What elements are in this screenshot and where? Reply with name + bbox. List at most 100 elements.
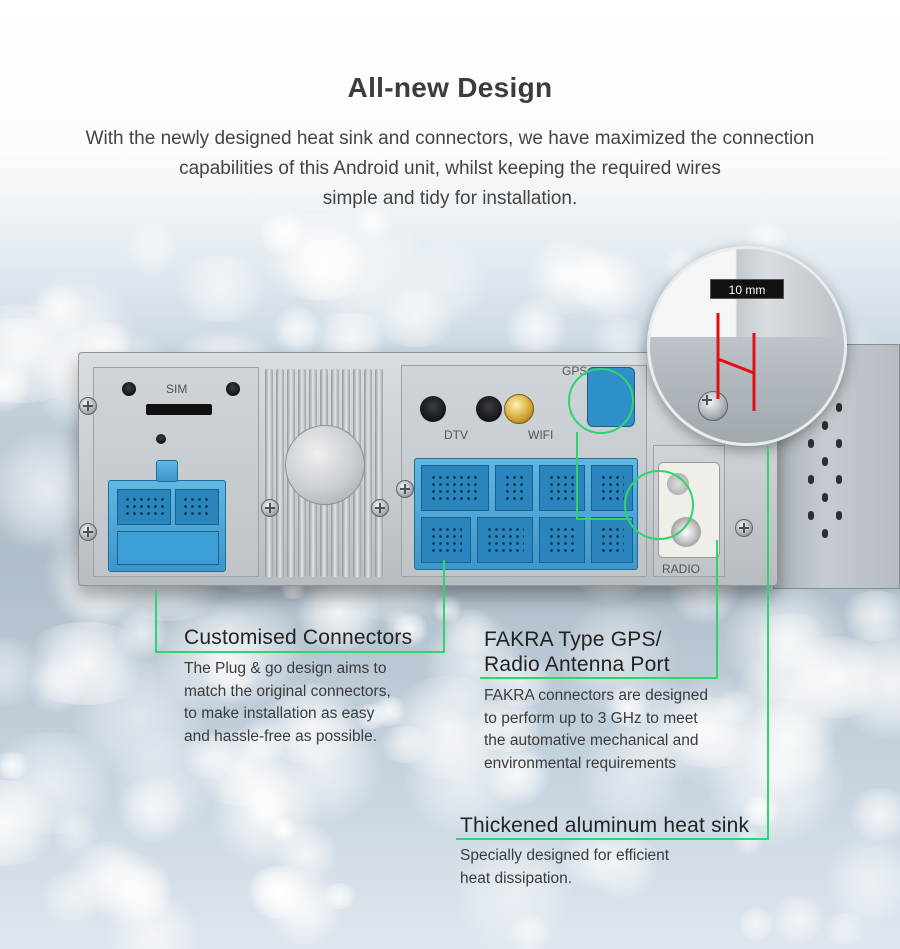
radio-label: RADIO: [662, 562, 701, 576]
snow-flake: [608, 677, 717, 785]
screw-bottom-left: [79, 523, 97, 541]
callout-line-connectors-horizontal: [155, 651, 445, 653]
callout-line-radio-vertical: [716, 540, 718, 678]
callout-line-connectors-vertical: [155, 590, 157, 652]
intro-line-3: simple and tidy for installation.: [322, 188, 578, 209]
snow-flake: [736, 906, 776, 942]
side-vent: [836, 439, 842, 448]
snow-flake: [731, 827, 764, 856]
side-vent: [808, 475, 814, 484]
callout-ring-radio: [624, 470, 694, 540]
snow-flake: [836, 591, 900, 642]
snow-flake: [507, 911, 552, 949]
side-vent: [836, 475, 842, 484]
snow-flake: [557, 599, 679, 718]
snow-flake: [392, 611, 429, 647]
callout-line-heatsink-vertical: [767, 446, 769, 840]
wifi-sma-connector: [504, 394, 534, 424]
sim-hole-left: [122, 382, 136, 396]
callout-ring-gps: [568, 368, 634, 434]
heat-sink-fin: [375, 369, 383, 577]
snow-flake: [31, 283, 89, 333]
rear-faceplate: SIM DTV WIFI GPS: [78, 352, 778, 586]
snow-flake: [369, 696, 410, 727]
thickness-marker: [716, 313, 756, 411]
callout-desc-heatsink: Specially designed for efficient heat di…: [460, 847, 670, 887]
heat-sink-fin: [276, 369, 284, 577]
callout-line-radio-horizontal: [480, 677, 718, 679]
zoom-detail-circle: [647, 246, 847, 446]
page-title: All-new Design: [347, 72, 553, 103]
snow-flake: [604, 685, 652, 730]
snow-flake: [166, 256, 275, 322]
callout-title-heatsink: Thickened aluminum heat sink: [460, 814, 750, 837]
connector-panel: DTV WIFI GPS: [396, 364, 647, 577]
snow-flake: [451, 834, 575, 949]
sim-hole-right: [226, 382, 240, 396]
screw-center-left: [261, 499, 279, 517]
snow-flake: [782, 636, 893, 718]
center-hub: [285, 425, 365, 505]
snow-flake: [272, 824, 340, 885]
side-vent: [822, 493, 828, 502]
snow-flake: [250, 213, 385, 300]
side-vent: [822, 457, 828, 466]
heat-sink-fin: [265, 369, 273, 577]
intro-line-1: With the newly designed heat sink and co…: [85, 128, 815, 149]
snow-flake: [113, 726, 219, 838]
snow-flake: [382, 610, 416, 639]
snow-flake: [824, 834, 900, 927]
head-unit-rear-panel: SIM DTV WIFI GPS: [78, 344, 900, 592]
snow-flake: [51, 808, 98, 859]
screw-top-left: [79, 397, 97, 415]
side-vent: [822, 529, 828, 538]
snow-flake: [17, 622, 156, 706]
snow-flake: [399, 720, 529, 834]
snow-flake: [371, 291, 462, 348]
dtv-label: DTV: [444, 428, 468, 442]
main-harness-connector: [108, 480, 226, 572]
intro-text: With the newly designed heat sink and co…: [40, 124, 860, 214]
snow-flake: [89, 850, 175, 929]
snow-flake: [483, 656, 560, 707]
intro-line-2: capabilities of this Android unit, whils…: [179, 158, 721, 179]
snow-flake: [0, 732, 122, 834]
connector-tab: [156, 460, 178, 482]
sim-panel: SIM: [93, 367, 259, 577]
snow-flake: [394, 241, 490, 330]
callout-line-heatsink-horizontal: [456, 838, 769, 840]
callout-title-fakra: FAKRA Type GPS/ Radio Antenna Port: [484, 628, 670, 676]
sim-slot: [146, 404, 212, 415]
snow-flake: [428, 595, 466, 623]
wifi-port: [476, 396, 502, 422]
zoom-heat-sink-edge: [650, 337, 844, 443]
side-vent: [836, 511, 842, 520]
snow-flake: [124, 220, 180, 277]
side-vent: [808, 439, 814, 448]
snow-flake: [738, 795, 783, 826]
heat-sink-fin: [364, 369, 372, 577]
snow-flake: [116, 772, 190, 845]
sim-label: SIM: [166, 382, 188, 396]
snow-flake: [770, 893, 826, 945]
snow-flake: [657, 673, 776, 790]
callout-line-connectors-up: [443, 560, 445, 653]
screw-panel-right: [396, 480, 414, 498]
callout-title-connectors: Customised Connectors: [184, 626, 413, 649]
snow-flake: [237, 716, 289, 768]
snow-flake: [557, 832, 627, 888]
sim-hole-center: [156, 434, 166, 444]
callout-desc-connectors: The Plug & go design aims to match the o…: [184, 660, 391, 745]
dtv-port: [420, 396, 446, 422]
snow-flake: [201, 646, 259, 704]
callout-box-gps: [576, 432, 632, 520]
side-vent: [808, 511, 814, 520]
zoom-screw: [698, 391, 728, 421]
snow-flake: [845, 788, 900, 842]
snow-flake: [711, 691, 759, 724]
wifi-label: WIFI: [528, 428, 554, 442]
snow-flake: [257, 209, 310, 255]
callout-desc-fakra: FAKRA connectors are designed to perform…: [484, 687, 709, 772]
snow-flake: [320, 882, 360, 910]
screw-radio-right: [735, 519, 753, 537]
